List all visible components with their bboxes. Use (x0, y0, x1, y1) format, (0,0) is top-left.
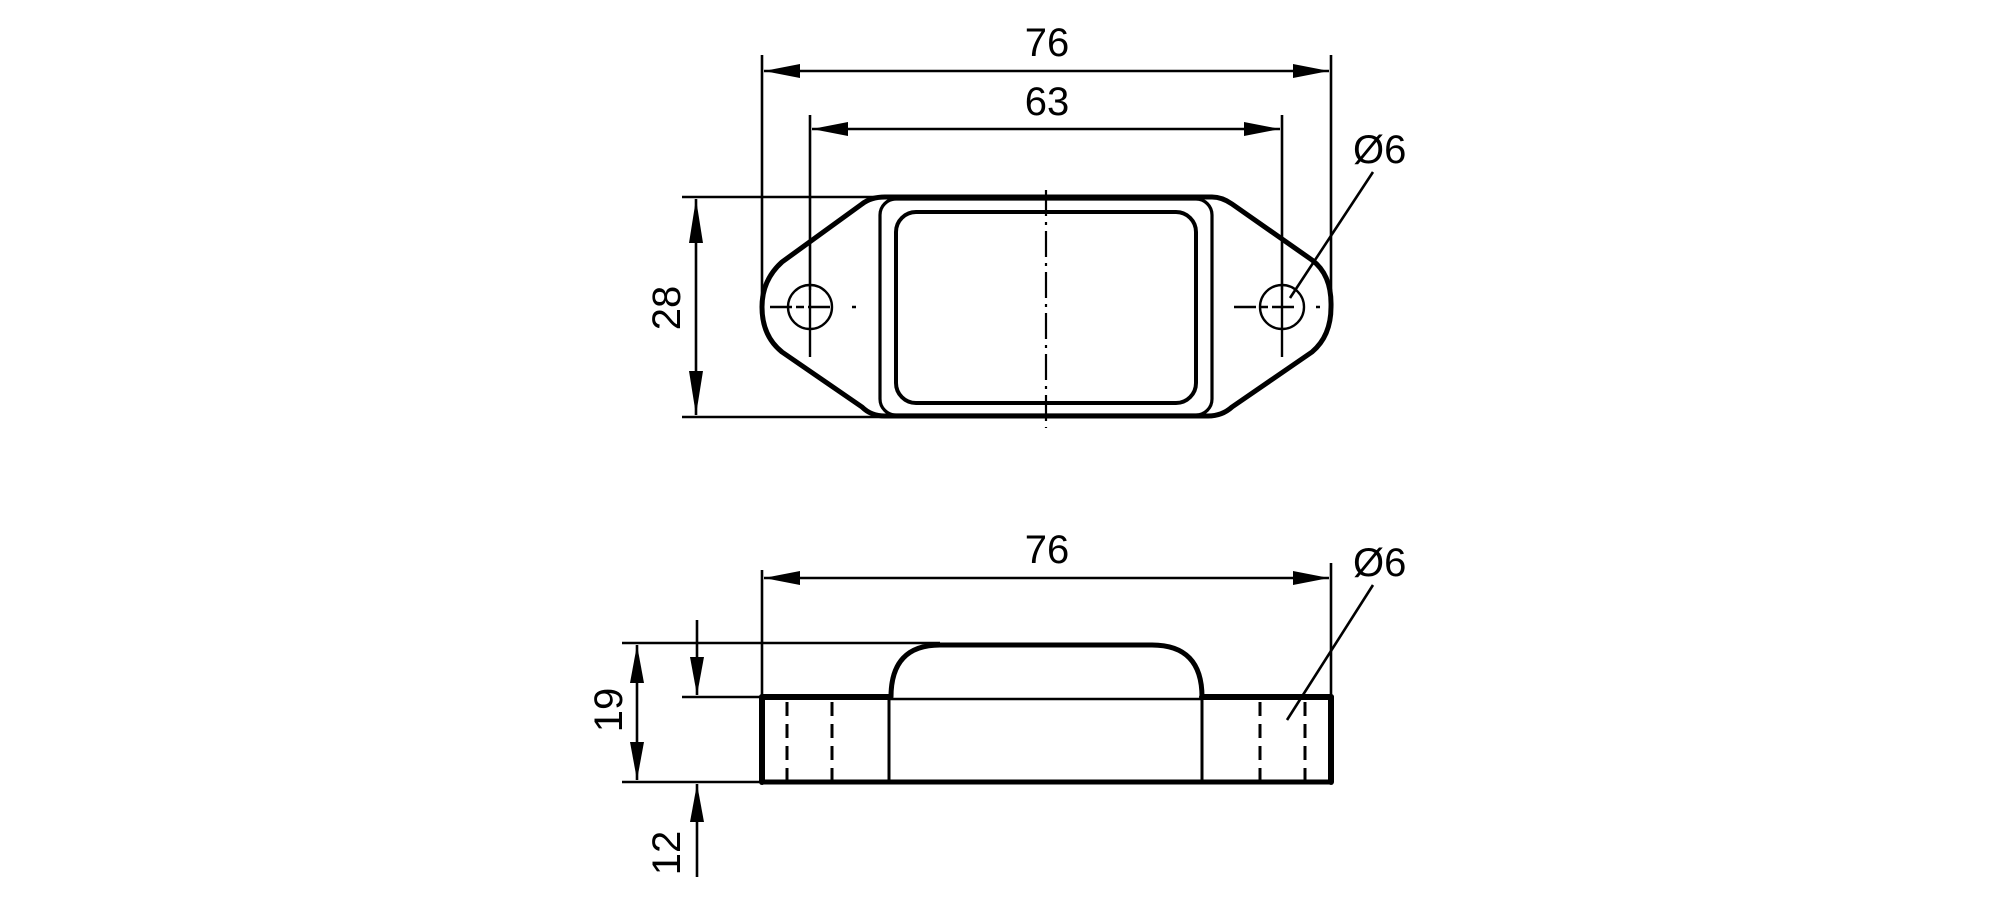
arrow-19-bottom (630, 742, 644, 780)
arrow-28-bottom (689, 371, 703, 415)
side-view: 76 19 12 Ø6 (587, 528, 1406, 877)
arrow-12-bottom (690, 784, 704, 822)
boss-top-profile (888, 642, 1205, 700)
arrow-76-left (764, 64, 800, 78)
arrow-12-top (690, 657, 704, 695)
dim-label-12: 12 (645, 831, 689, 876)
arrow-76-side-left (764, 571, 800, 585)
arrow-63-right (1244, 122, 1280, 136)
dim-label-28: 28 (645, 286, 689, 331)
top-view-flange-outline (759, 194, 1334, 419)
arrow-63-left (812, 122, 848, 136)
arrow-76-right (1293, 64, 1329, 78)
leader-hole-diameter-top (1288, 171, 1375, 299)
arrow-76-side-right (1293, 571, 1329, 585)
dim-label-19: 19 (587, 688, 631, 733)
top-view: 76 63 28 Ø6 (645, 21, 1406, 428)
dim-label-63: 63 (1025, 80, 1070, 124)
arrow-19-top (630, 645, 644, 683)
dim-label-76-top: 76 (1025, 21, 1070, 65)
dim-label-hole-diameter-side: Ø6 (1353, 541, 1406, 585)
leader-hole-diameter-side (1285, 584, 1375, 721)
dim-label-hole-diameter-top: Ø6 (1353, 128, 1406, 172)
arrow-28-top (689, 199, 703, 243)
dim-label-76-side: 76 (1025, 528, 1070, 572)
